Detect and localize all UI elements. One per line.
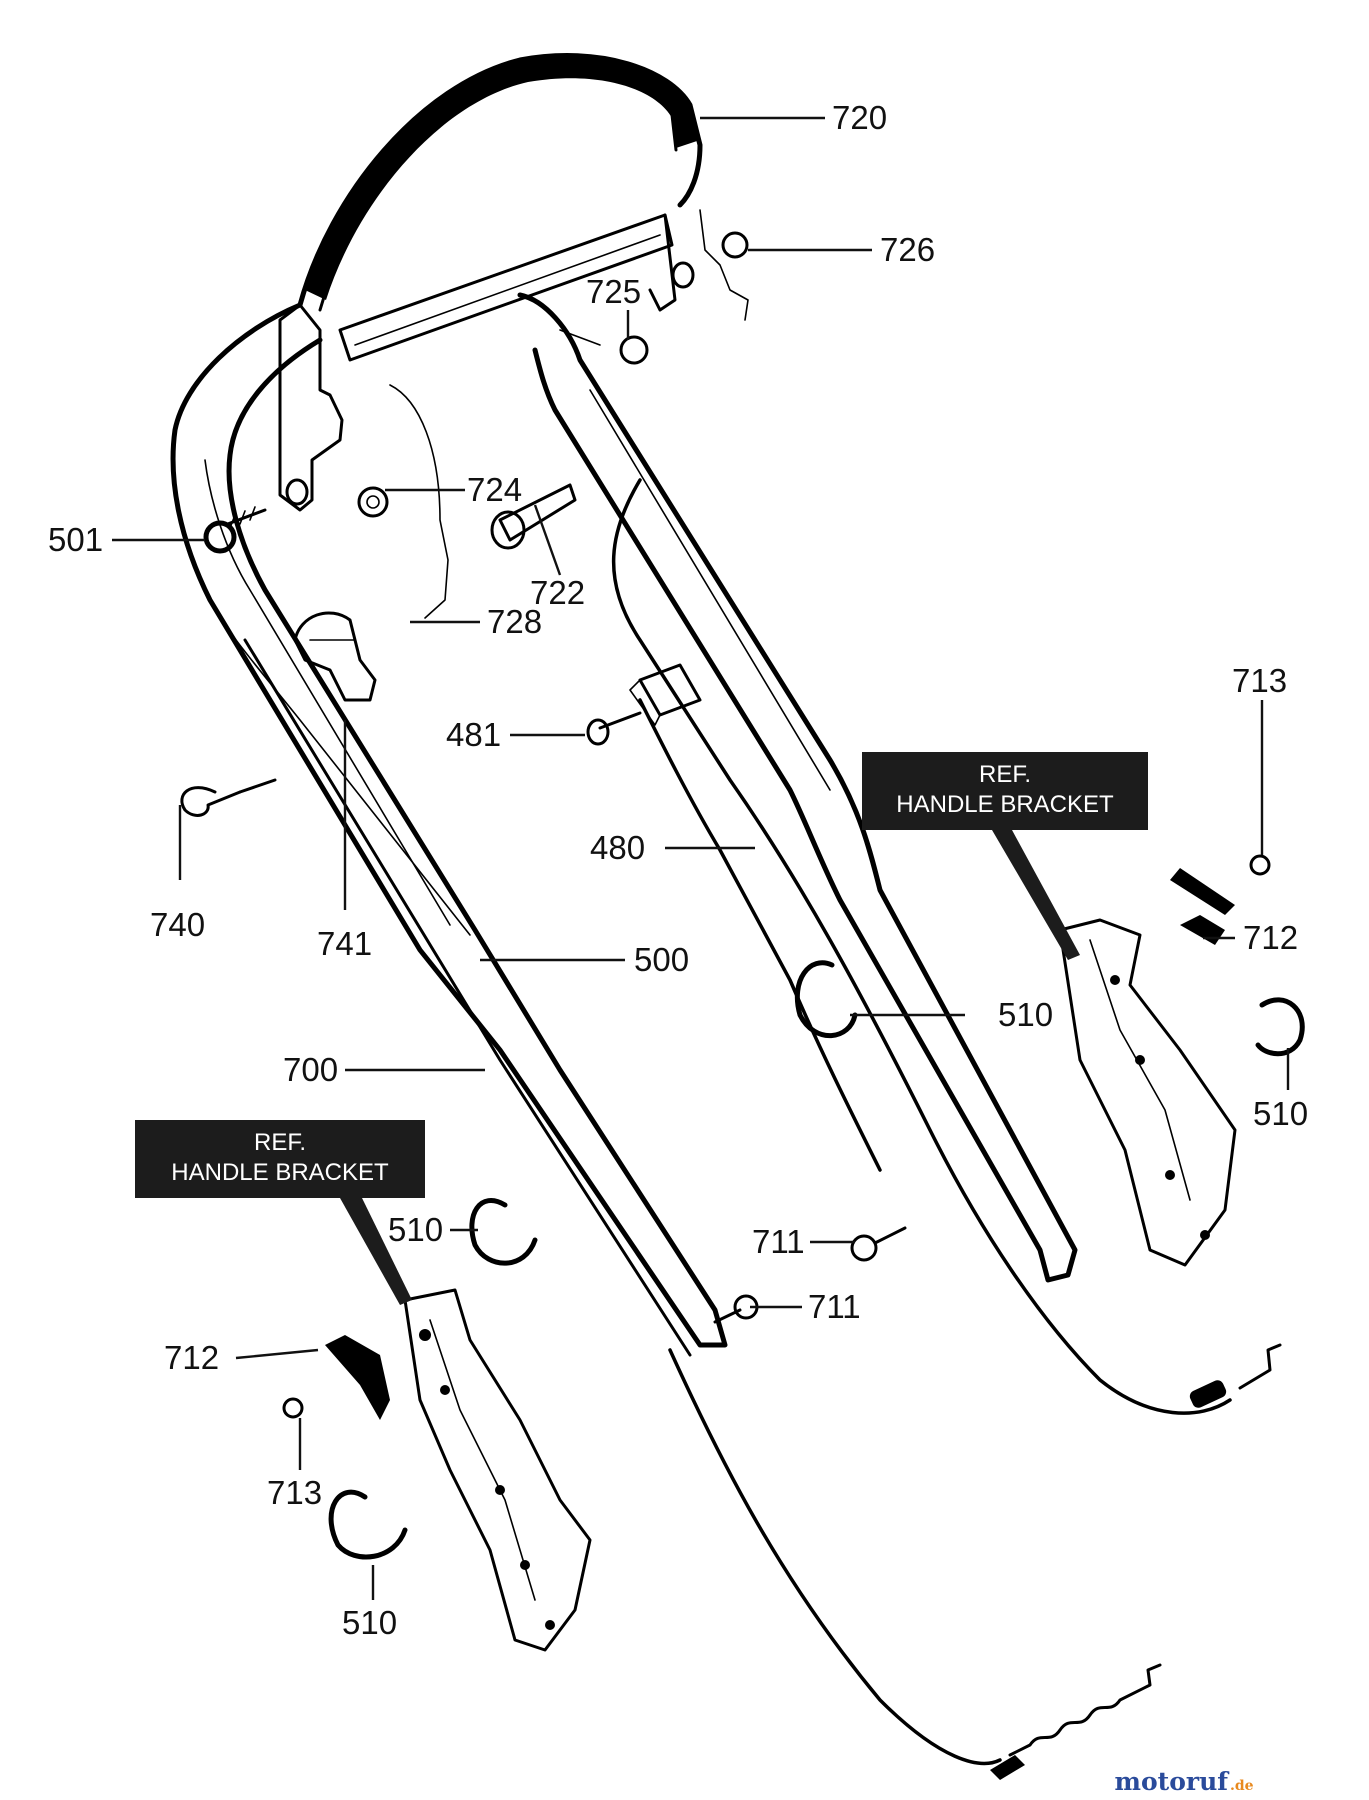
label-480: 480 — [590, 829, 645, 866]
fasteners-drawing — [180, 231, 1305, 1560]
lower-handle-drawing — [170, 292, 1282, 1780]
label-713-right: 713 — [1232, 662, 1287, 699]
label-726: 726 — [880, 231, 935, 268]
label-741: 741 — [317, 925, 372, 962]
label-500: 500 — [634, 941, 689, 978]
label-712-left: 712 — [164, 1339, 219, 1376]
callout-left: REF. HANDLE BRACKET — [135, 1120, 425, 1305]
part-number-labels: 720 726 725 724 501 722 728 713 481 740 … — [48, 99, 1308, 1641]
handle-brackets-drawing — [403, 918, 1237, 1652]
watermark-suffix: .de — [1230, 1778, 1254, 1794]
label-510-center: 510 — [998, 996, 1053, 1033]
callout-right-line1: REF. — [979, 761, 1031, 788]
callout-left-line1: REF. — [254, 1129, 306, 1156]
label-712-right: 712 — [1243, 919, 1298, 956]
label-722: 722 — [530, 574, 585, 611]
label-720: 720 — [832, 99, 887, 136]
label-725: 725 — [586, 273, 641, 310]
callout-right-box — [862, 752, 1148, 830]
label-501: 501 — [48, 521, 103, 558]
label-728: 728 — [487, 603, 542, 640]
brand-watermark: motoruf .de — [1115, 1767, 1254, 1796]
label-713-left: 713 — [267, 1474, 322, 1511]
label-481: 481 — [446, 716, 501, 753]
label-711-center: 711 — [808, 1288, 861, 1325]
callout-left-line2: HANDLE BRACKET — [171, 1159, 389, 1186]
upper-handle-drawing — [278, 53, 749, 619]
callout-left-box — [135, 1120, 425, 1198]
label-510-right: 510 — [1253, 1095, 1308, 1132]
label-700: 700 — [283, 1051, 338, 1088]
label-510-left: 510 — [388, 1211, 443, 1248]
label-724: 724 — [467, 471, 522, 508]
callout-right: REF. HANDLE BRACKET — [862, 752, 1148, 960]
label-510-bottom: 510 — [342, 1604, 397, 1641]
watermark-main: motoruf — [1115, 1767, 1231, 1796]
label-740: 740 — [150, 906, 205, 943]
leader-lines — [112, 116, 1290, 1600]
callout-right-line2: HANDLE BRACKET — [896, 791, 1114, 818]
label-711-right: 711 — [752, 1223, 805, 1260]
